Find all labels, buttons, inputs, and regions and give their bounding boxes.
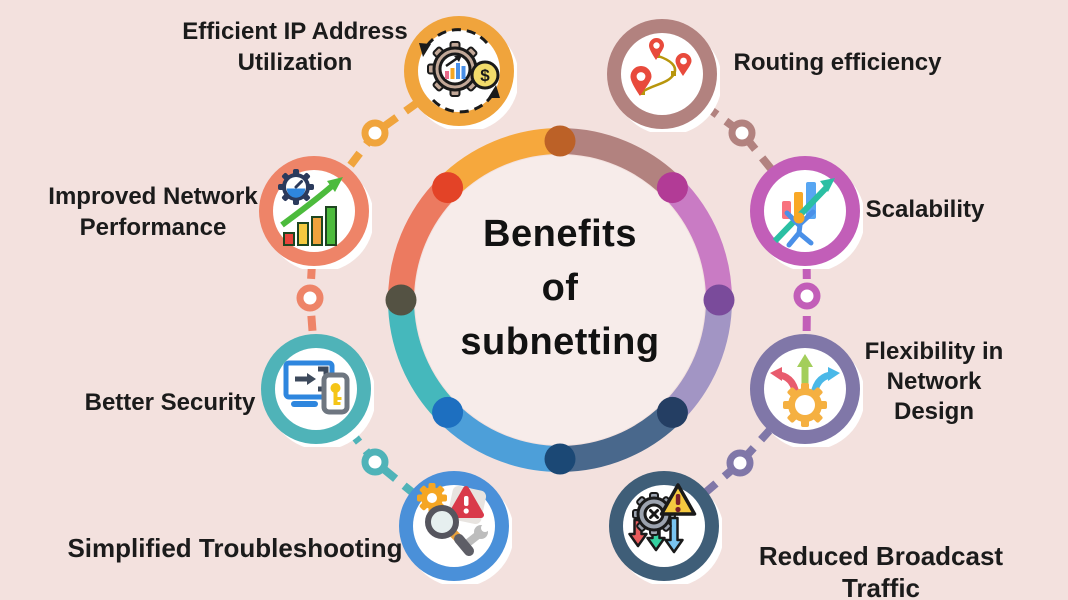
junction-ring-5	[793, 282, 821, 310]
junction-ring-3	[361, 448, 389, 476]
gear-branch-arrows-icon	[750, 334, 865, 450]
junction-ring-1	[361, 119, 389, 147]
gear-chart-dollar-icon: $	[404, 16, 519, 132]
benefit-label-efficient-ip: Efficient IP Address Utilization	[182, 18, 408, 76]
gauge-growth-chart-icon	[259, 156, 374, 272]
diagram-title: Benefits of subnetting	[460, 213, 660, 363]
monitor-login-key-icon	[261, 334, 376, 450]
benefit-label-scalability: Scalability	[865, 196, 985, 223]
svg-text:$: $	[480, 66, 490, 85]
central-ring-dot-upper-right	[656, 172, 688, 204]
central-ring-dot-lower-left	[432, 396, 464, 428]
benefit-node-improved-performance	[258, 155, 374, 272]
central-ring-dot-right	[703, 284, 735, 316]
central-ring-inner-disc	[415, 155, 705, 445]
benefit-label-reduced-broadcast: Reduced Broadcast Traffic	[758, 541, 1004, 600]
benefit-node-troubleshooting	[398, 470, 514, 587]
gear-warning-down-arrows-icon	[609, 471, 724, 587]
magnifier-warning-wrench-icon	[399, 471, 514, 587]
central-ring-dot-lower-right	[656, 396, 688, 428]
benefit-label-flexibility: Flexibility in Network Design	[864, 338, 1004, 425]
central-ring-dot-bottom	[544, 443, 576, 475]
benefit-label-improved-performance: Improved Network Performance	[48, 183, 258, 241]
benefit-label-routing-efficiency: Routing efficiency	[733, 49, 942, 76]
map-pins-route-icon	[607, 19, 722, 135]
benefit-label-better-security: Better Security	[84, 389, 256, 416]
benefit-node-better-security	[260, 333, 376, 450]
benefit-node-efficient-ip: $	[403, 15, 519, 132]
junction-ring-2	[296, 284, 324, 312]
central-ring-dot-upper-left	[432, 172, 464, 204]
junction-ring-6	[726, 449, 754, 477]
benefit-node-flexibility	[749, 333, 865, 450]
benefit-node-reduced-broadcast	[608, 470, 724, 587]
benefit-label-troubleshooting: Simplified Troubleshooting	[67, 533, 403, 563]
central-ring-dot-left	[385, 284, 417, 316]
benefit-node-scalability	[749, 155, 865, 272]
central-ring-dot-top	[544, 125, 576, 157]
bar-chart-lifter-icon	[750, 156, 865, 272]
junction-ring-4	[728, 119, 756, 147]
benefit-node-routing-efficiency	[606, 18, 722, 135]
